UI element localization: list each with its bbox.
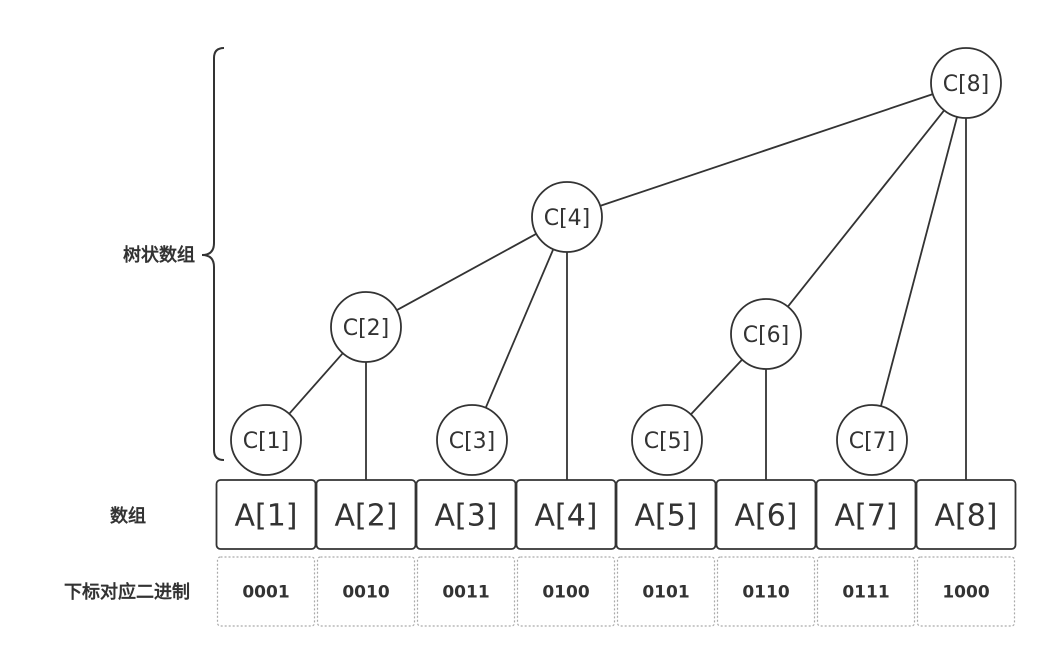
binary-cell-box [816, 556, 916, 627]
binary-cell-box [216, 556, 316, 627]
binary-cell-box [416, 556, 516, 627]
binary-cell: 0101 [616, 556, 716, 627]
tree-edges [288, 93, 958, 416]
array-cell-box [715, 479, 817, 550]
binary-cell: 1000 [916, 556, 1016, 627]
tree-node-c2: C[2] [330, 291, 402, 363]
binary-cell: 0010 [316, 556, 416, 627]
tree-node-circle [531, 181, 603, 253]
array-row: A[1] A[2] A[3] A[4] A[5] A[6] A[7] A[8] [215, 479, 1017, 550]
array-cell: A[1] [215, 479, 317, 550]
array-label: 数组 [110, 505, 146, 527]
tree-node-c7: C[7] [836, 404, 908, 476]
tree-node-c5: C[5] [631, 404, 703, 476]
binary-cell-label: 1000 [942, 583, 989, 603]
tree-brace [201, 47, 225, 461]
tree-node-label: C[2] [343, 316, 390, 341]
array-cell-label: A[1] [234, 499, 297, 534]
array-cell-label: A[6] [734, 499, 797, 534]
array-cell-label: A[7] [834, 499, 897, 534]
binary-label: 下标对应二进制 [64, 581, 190, 603]
tree-edge-c2-c4 [396, 233, 537, 311]
tree-node-circle [730, 298, 802, 370]
tree-node-label: C[3] [449, 429, 496, 454]
tree-node-label: C[5] [644, 429, 691, 454]
array-cell-box [215, 479, 317, 550]
binary-cell-label: 0111 [842, 583, 889, 603]
tree-node-circle [330, 291, 402, 363]
tree-node-label: C[7] [849, 429, 896, 454]
binary-cell-label: 0001 [242, 583, 289, 603]
tree-node-c1: C[1] [230, 404, 302, 476]
array-cell-box [815, 479, 917, 550]
tree-node-c4: C[4] [531, 181, 603, 253]
tree-nodes: C[1] C[2] C[3] C[4] C[5] C[6] C[7] C[8] [230, 47, 1002, 476]
binary-cell: 0111 [816, 556, 916, 627]
array-cell-box [415, 479, 517, 550]
binary-cell-box [716, 556, 816, 627]
binary-row: 0001 0010 0011 0100 0101 0110 0111 1000 [216, 556, 1016, 627]
tree-edge-c4-c8 [599, 93, 934, 207]
tree-node-circle [836, 404, 908, 476]
array-cell: A[2] [315, 479, 417, 550]
tree-edge-c5-c6 [690, 358, 743, 416]
array-cell: A[5] [615, 479, 717, 550]
tree-edge-c1-c2 [288, 352, 344, 415]
tree-node-circle [436, 404, 508, 476]
binary-cell: 0001 [216, 556, 316, 627]
binary-cell-box [516, 556, 616, 627]
binary-cell: 0011 [416, 556, 516, 627]
array-cell: A[7] [815, 479, 917, 550]
tree-node-circle [230, 404, 302, 476]
array-cell-box [515, 479, 617, 550]
tree-node-label: C[6] [743, 323, 790, 348]
binary-cell: 0100 [516, 556, 616, 627]
array-cell-box [915, 479, 1017, 550]
tree-node-circle [930, 47, 1002, 119]
tree-edge-c3-c4 [484, 248, 555, 409]
array-cell-label: A[5] [634, 499, 697, 534]
tree-node-c6: C[6] [730, 298, 802, 370]
tree-node-circle [631, 404, 703, 476]
binary-cell-label: 0110 [742, 583, 789, 603]
binary-cell-box [616, 556, 716, 627]
tree-edge-c6-c8 [787, 109, 945, 308]
tree-node-c8: C[8] [930, 47, 1002, 119]
array-cell-label: A[2] [334, 499, 397, 534]
tree-label: 树状数组 [123, 244, 195, 266]
tree-node-c3: C[3] [436, 404, 508, 476]
array-cell-label: A[4] [534, 499, 597, 534]
array-cell-label: A[3] [434, 499, 497, 534]
binary-cell: 0110 [716, 556, 816, 627]
array-cell: A[3] [415, 479, 517, 550]
node-to-array-links [365, 118, 967, 480]
binary-cell-box [916, 556, 1016, 627]
binary-cell-label: 0101 [642, 583, 689, 603]
binary-cell-label: 0010 [342, 583, 389, 603]
array-cell: A[4] [515, 479, 617, 550]
array-cell-label: A[8] [934, 499, 997, 534]
tree-edge-c7-c8 [880, 116, 958, 407]
array-cell: A[6] [715, 479, 817, 550]
array-cell: A[8] [915, 479, 1017, 550]
binary-cell-label: 0100 [542, 583, 589, 603]
tree-node-label: C[4] [544, 206, 591, 231]
array-cell-box [615, 479, 717, 550]
array-cell-box [315, 479, 417, 550]
tree-node-label: C[1] [243, 429, 290, 454]
tree-node-label: C[8] [943, 72, 990, 97]
binary-cell-box [316, 556, 416, 627]
binary-cell-label: 0011 [442, 583, 489, 603]
